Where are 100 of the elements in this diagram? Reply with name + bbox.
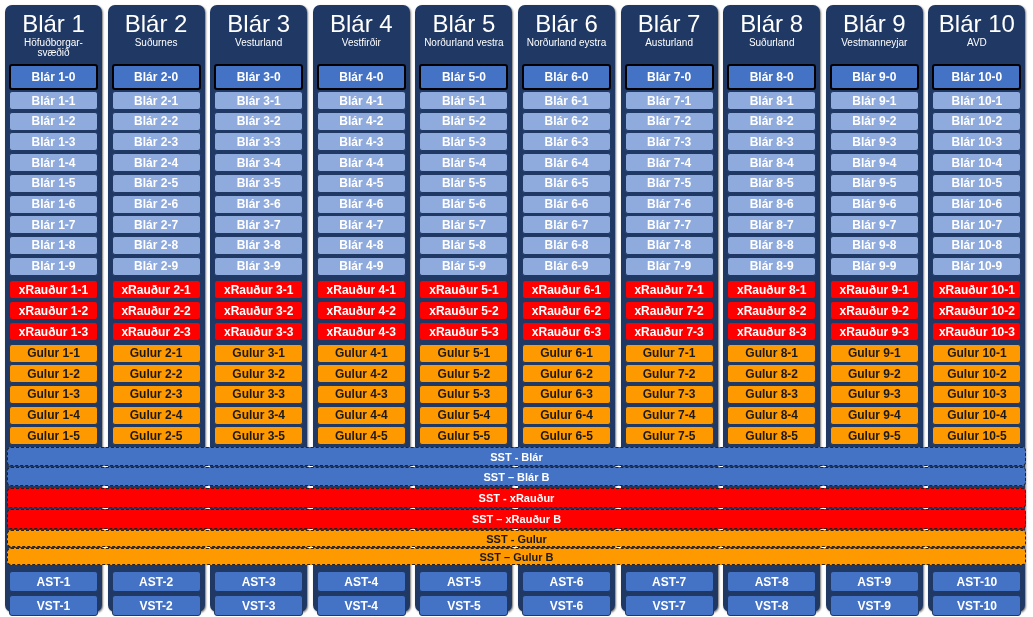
box-label: xRauður 6-3 [531, 324, 602, 339]
group-box [829, 405, 919, 425]
box-label: Gulur 8-2 [745, 366, 799, 381]
box-label: Gulur 7-4 [642, 408, 696, 423]
box-label: Blár 5-3 [441, 134, 486, 149]
box-label: Blár 5-7 [441, 217, 486, 232]
group-box [932, 153, 1022, 173]
box-label: Gulur 7-1 [642, 346, 696, 360]
group-box [932, 194, 1022, 214]
box-label: Blár 1-3 [31, 134, 76, 149]
column-title: Blár 9 [841, 11, 907, 37]
box-label: Gulur 10-1 [947, 346, 1007, 360]
box-label: Blár 6-4 [544, 155, 589, 170]
group-box [727, 111, 817, 131]
box-label: Blár 5-8 [441, 238, 486, 253]
group-box [214, 215, 304, 235]
group-box [9, 235, 98, 255]
group-box [727, 405, 817, 425]
box-label: VST-9 [857, 598, 891, 613]
group-box [9, 384, 98, 404]
region-name: Norðurland eystra [525, 38, 608, 48]
box-label: Blár 4-1 [339, 93, 384, 108]
group-box [727, 194, 817, 214]
box-label: Blár 8-6 [749, 197, 794, 211]
box-label: Blár 9-3 [852, 134, 897, 149]
box-label: VST-8 [755, 598, 789, 613]
group-header-box [727, 64, 817, 90]
group-box [829, 364, 919, 384]
group-box [727, 132, 817, 152]
group-box [214, 235, 304, 255]
box-label: Blár 9-2 [852, 114, 897, 129]
group-header-box [9, 64, 98, 90]
group-box [214, 364, 304, 384]
group-box [316, 235, 406, 255]
group-box [829, 194, 919, 214]
box-label: Blár 4-3 [339, 134, 384, 149]
group-box [9, 405, 98, 425]
box-label: Gulur 4-5 [334, 428, 388, 443]
box-label: Gulur 1-1 [27, 346, 80, 360]
band-label: SST - xRauður [478, 492, 555, 504]
group-box [316, 194, 406, 214]
box-label: Blár 2-2 [134, 114, 179, 129]
box-label: Gulur 9-3 [847, 387, 901, 402]
group-box [111, 215, 201, 235]
band-bar [7, 530, 1026, 547]
group-box [214, 426, 304, 446]
team-box [624, 571, 714, 592]
band-label: SST – Blár B [483, 470, 550, 483]
box-label: Blár 8-0 [749, 70, 794, 84]
box-label: Gulur 6-1 [540, 346, 593, 360]
box-label: xRauður 8-2 [737, 303, 807, 318]
band-bar [7, 447, 1026, 466]
group-box [9, 173, 98, 193]
box-label: xRauður 8-1 [737, 282, 807, 297]
box-label: Blár 3-6 [236, 197, 281, 211]
group-box [9, 343, 98, 363]
group-box [214, 194, 304, 214]
group-box [419, 173, 509, 193]
box-label: Blár 10-7 [951, 217, 1003, 232]
box-label: VST-3 [242, 598, 276, 613]
group-box [214, 322, 304, 341]
group-box [9, 91, 98, 110]
box-label: Blár 9-5 [852, 176, 897, 191]
box-label: Gulur 8-5 [745, 428, 799, 443]
group-box [214, 173, 304, 193]
group-box [829, 173, 919, 193]
box-label: VST-5 [447, 598, 481, 613]
group-box [316, 111, 406, 131]
box-label: Gulur 2-3 [129, 387, 183, 402]
group-box [932, 426, 1022, 446]
group-box [419, 364, 509, 384]
box-label: xRauður 7-2 [634, 303, 704, 318]
group-header-box [829, 64, 919, 90]
box-label: xRauður 9-1 [839, 282, 909, 297]
team-box [9, 595, 98, 616]
band-bar [7, 548, 1026, 565]
box-label: Blár 10-8 [951, 238, 1003, 253]
box-label: Blár 5-0 [441, 70, 486, 84]
box-label: Blár 9-9 [852, 259, 897, 274]
box-label: xRauður 5-1 [429, 282, 499, 297]
region-name: Vestfirðir [340, 38, 382, 48]
group-box [522, 194, 611, 214]
box-label: Blár 3-7 [236, 217, 281, 232]
group-header-box [624, 64, 714, 90]
band-bar [7, 509, 1026, 529]
box-label: Blár 3-9 [236, 259, 281, 274]
group-box [932, 235, 1022, 255]
group-box [316, 426, 406, 446]
group-box [9, 256, 98, 276]
team-box [932, 595, 1022, 616]
box-label: Blár 1-0 [31, 70, 76, 84]
group-box [522, 280, 611, 299]
team-box [829, 571, 919, 592]
box-label: Blár 2-3 [134, 134, 179, 149]
box-label: Blár 6-2 [544, 114, 589, 129]
group-box [316, 384, 406, 404]
box-label: xRauður 2-1 [121, 282, 191, 297]
region-name: Suðurland [747, 38, 796, 48]
box-label: Blár 1-5 [31, 176, 76, 191]
box-label: Gulur 4-1 [334, 346, 388, 360]
